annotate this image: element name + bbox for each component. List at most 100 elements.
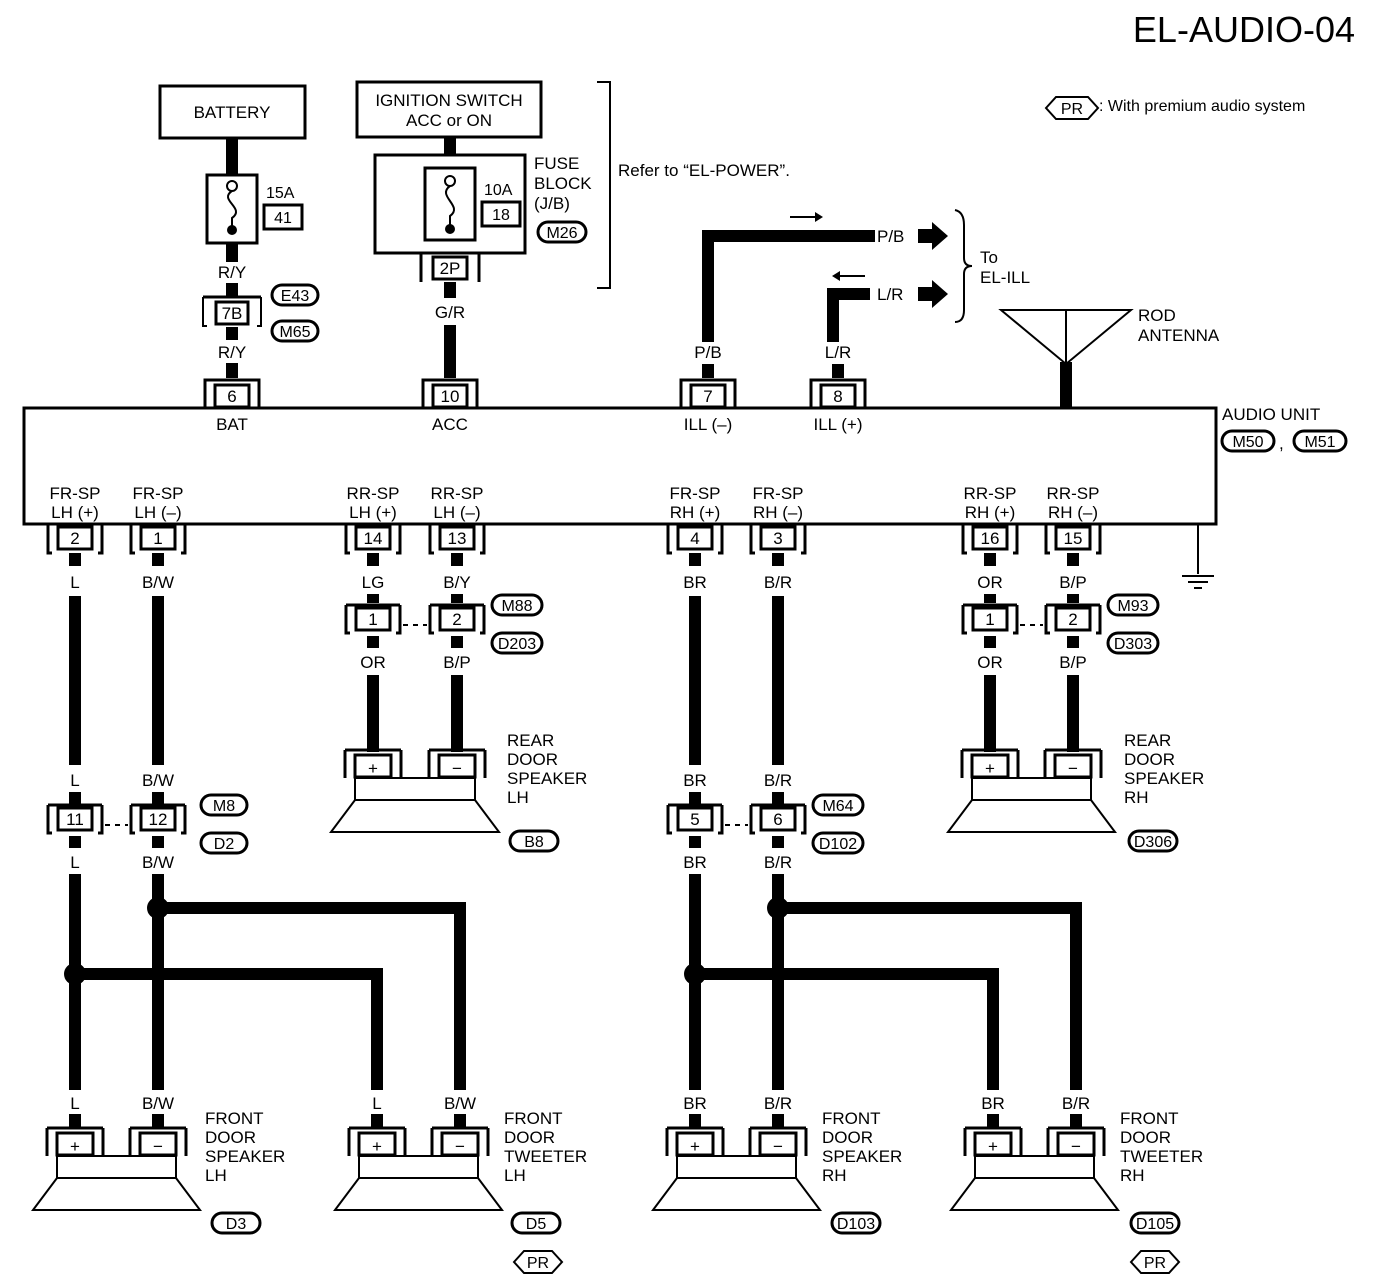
audio-pin-name-2: RH (–): [1048, 503, 1098, 522]
battery-fuse-amp: 15A: [266, 185, 295, 202]
audio-pin-name-1: FR-SP: [753, 484, 804, 503]
wire-color-ry-top: R/Y: [218, 263, 246, 282]
wire-color-l: L: [372, 1094, 381, 1113]
inline-pin-2-number: 2: [452, 610, 461, 629]
direction-arrow-right-icon: [815, 212, 823, 222]
wire-color-br-r: B/R: [764, 771, 792, 790]
legend-pr-hexagon: [1044, 96, 1100, 120]
audio-pin-name-1: FR-SP: [670, 484, 721, 503]
audio-pin-name: BAT: [216, 415, 248, 434]
connector-d303: D303: [1114, 636, 1152, 653]
wire-color-or: OR: [360, 653, 386, 672]
wire-color-l: L: [70, 573, 79, 592]
speaker-label: LH: [507, 788, 529, 807]
connector-b8: B8: [524, 834, 544, 851]
wire-color-br-r: B/R: [764, 853, 792, 872]
audio-pin-number: 8: [833, 387, 842, 406]
speaker-terminal-negative: −: [452, 759, 462, 778]
connector-m50: M50: [1232, 434, 1263, 451]
speaker-label: REAR: [507, 731, 554, 750]
battery-fuse-number: 41: [274, 210, 292, 227]
connector-m64: M64: [822, 798, 853, 815]
audio-pin-number: 15: [1064, 529, 1083, 548]
speaker-label: SPEAKER: [507, 769, 587, 788]
audio-pin-number: 13: [448, 529, 467, 548]
speaker-label: DOOR: [504, 1128, 555, 1147]
audio-pin-number: 2: [70, 529, 79, 548]
ill-wire-lr-right: L/R: [877, 285, 903, 304]
audio-unit-box: [22, 406, 1218, 526]
speaker-terminal-negative: −: [153, 1137, 163, 1156]
ill-wire-pb: P/B: [694, 343, 721, 362]
inline-pin-2-number: 2: [1068, 610, 1077, 629]
inline-pin-1-number: 1: [368, 610, 377, 629]
splice-point: [147, 897, 169, 919]
antenna-label-1: ROD: [1138, 306, 1176, 325]
audio-pin-name: ACC: [432, 415, 468, 434]
svg-text:,: ,: [1279, 434, 1284, 453]
wire-color-bw: B/W: [142, 853, 174, 872]
audio-pin-name: ILL (–): [684, 415, 733, 434]
connector-d102: D102: [819, 836, 857, 853]
speaker-terminal-negative: −: [773, 1137, 783, 1156]
legend-text: : With premium audio system: [1099, 98, 1305, 115]
wire-color-bp: B/P: [1059, 653, 1086, 672]
connector-e43: E43: [281, 288, 310, 305]
inline-pin-6: 6: [749, 803, 807, 835]
speaker-label: FRONT: [205, 1109, 264, 1128]
speaker-label: FRONT: [1120, 1109, 1179, 1128]
speaker-label: SPEAKER: [822, 1147, 902, 1166]
inline-pin-6-number: 6: [773, 810, 782, 829]
legend-pr-code: PR: [1061, 101, 1083, 118]
audio-pin-name-2: LH (–): [134, 503, 181, 522]
speaker-label: RH: [1120, 1166, 1145, 1185]
connector-d203: D203: [498, 636, 536, 653]
speaker-label: LH: [504, 1166, 526, 1185]
fuse-block-label-1: FUSE: [534, 154, 579, 173]
wire-color-or: OR: [977, 653, 1003, 672]
arrow-pb-icon: [918, 222, 948, 250]
ignition-fuse-amp: 10A: [484, 182, 513, 199]
speaker-label: DOOR: [205, 1128, 256, 1147]
inline-pin-2: 2: [428, 603, 486, 635]
audio-pin-name-1: RR-SP: [964, 484, 1017, 503]
connector-m26: M26: [546, 225, 577, 242]
pr-tag-tweeter-rh-text: PR: [1144, 1255, 1166, 1272]
speaker-label: DOOR: [507, 750, 558, 769]
wire-color-or: OR: [977, 573, 1003, 592]
ill-wire-pb-right: P/B: [877, 227, 904, 246]
wire-color-br: BR: [683, 771, 707, 790]
fuse-block-label-2: BLOCK: [534, 174, 592, 193]
connector-m8: M8: [213, 798, 235, 815]
inline-pin-1-number: 1: [985, 610, 994, 629]
speaker-icon: [651, 1177, 822, 1211]
speaker-label: DOOR: [1124, 750, 1175, 769]
pr-tag-tweeter-lh: [512, 1250, 564, 1274]
wire-color-l: L: [70, 853, 79, 872]
speaker-label: TWEETER: [1120, 1147, 1203, 1166]
pr-tag-tweeter-rh: [1129, 1250, 1181, 1274]
speaker-label: FRONT: [822, 1109, 881, 1128]
wire-color-ry-bottom: R/Y: [218, 343, 246, 362]
speaker-terminal-negative: −: [1071, 1137, 1081, 1156]
wire-color-bw: B/W: [444, 1094, 476, 1113]
speaker-terminal-positive: +: [70, 1137, 80, 1156]
wire-color-bp: B/P: [443, 653, 470, 672]
audio-pin-name-2: RH (–): [753, 503, 803, 522]
audio-pin-number: 4: [690, 529, 699, 548]
